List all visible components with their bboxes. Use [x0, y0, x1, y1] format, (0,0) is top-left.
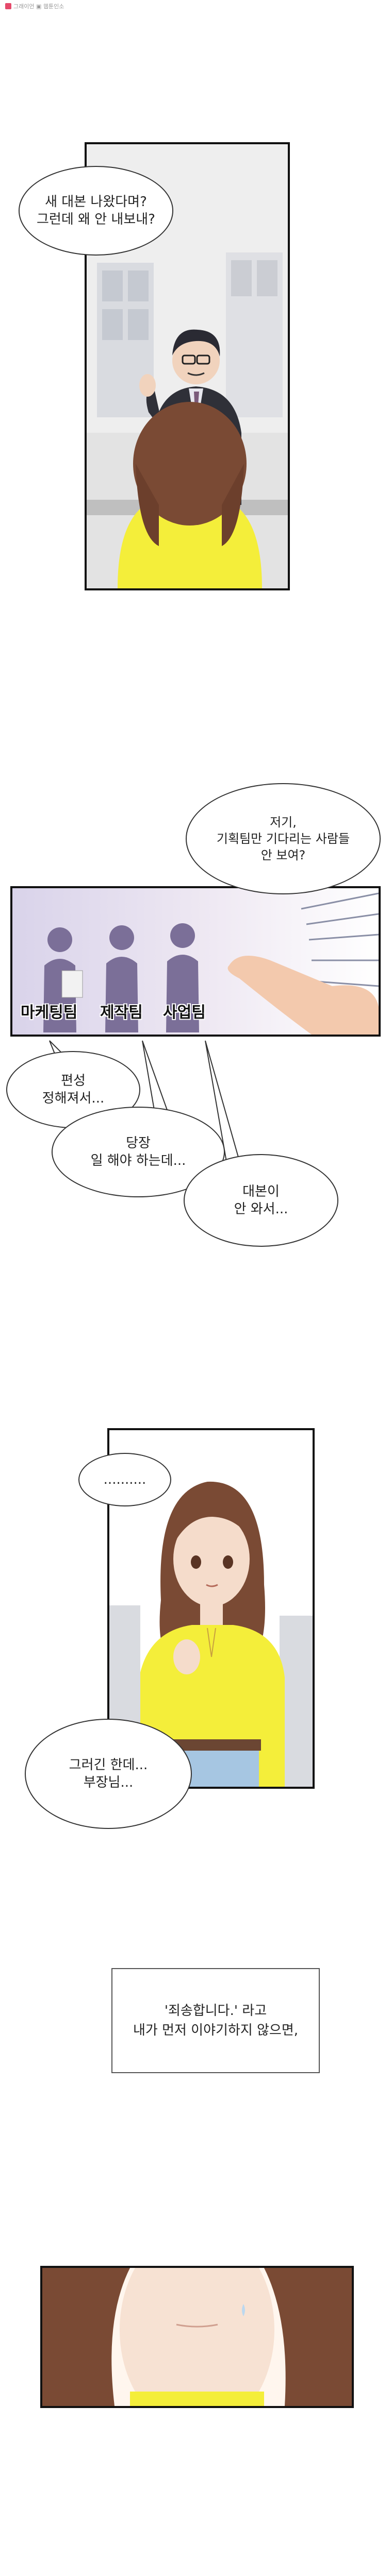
- label-marketing-team: 마케팅팀: [21, 1004, 78, 1022]
- watermark-logo-icon: [5, 3, 11, 9]
- panel-teams-waiting: [10, 886, 381, 1037]
- watermark-text: 그래이언 ▣ 웹툰인소: [13, 3, 64, 10]
- panel-closeup: [40, 2266, 354, 2408]
- speech-bubble-planning-team: 저기, 기획팀만 기다리는 사람들 안 보여?: [186, 783, 381, 894]
- panel-office-boss: [85, 142, 290, 590]
- closeup-illustration: [42, 2268, 352, 2406]
- label-business-team: 사업팀: [163, 1004, 206, 1022]
- speech-bubble-boss: 새 대본 나왔다며? 그런데 왜 안 내보내?: [19, 166, 173, 256]
- watermark: 그래이언 ▣ 웹툰인소: [5, 2, 64, 10]
- teams-waiting-illustration: [12, 888, 379, 1035]
- speech-bubble-but-sir: 그러긴 한데... 부장님...: [25, 1719, 192, 1829]
- speech-bubble-dots: ..........: [78, 1453, 171, 1506]
- label-production-team: 제작팀: [100, 1004, 143, 1022]
- speech-bubble-business: 대본이 안 와서...: [184, 1154, 338, 1247]
- office-boss-illustration: [87, 144, 288, 588]
- caption-narration: '죄송합니다.' 라고 내가 먼저 이야기하지 않으면,: [111, 1968, 320, 2073]
